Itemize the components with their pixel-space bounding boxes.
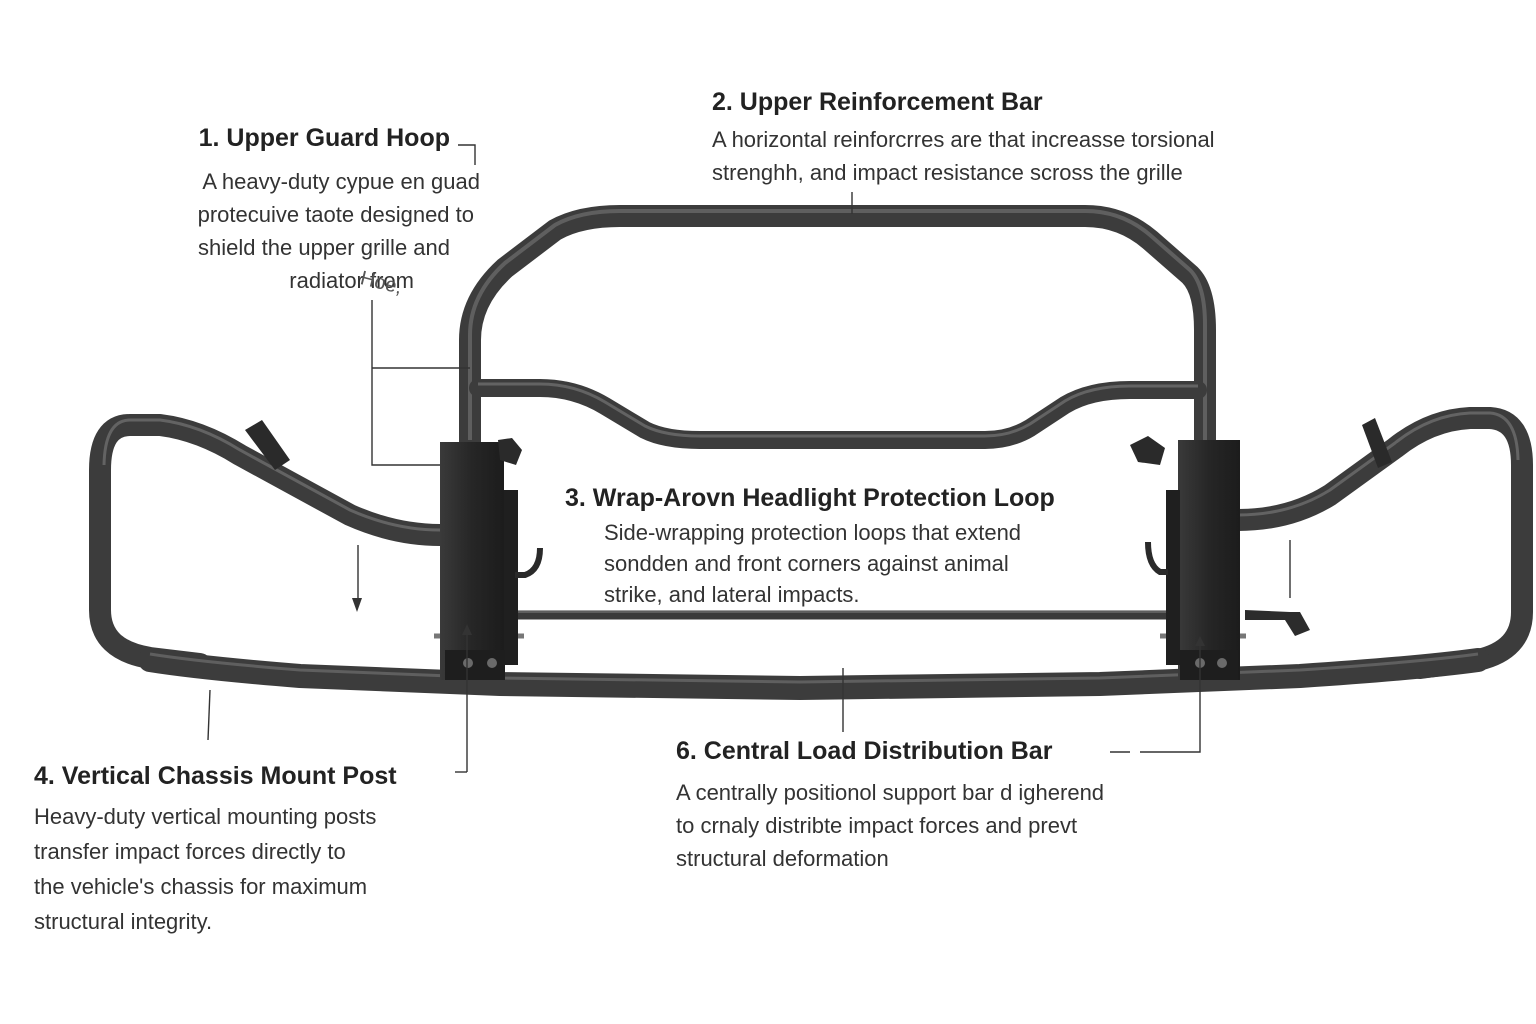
callout-line: A heavy-duty cypue en guad [202,169,480,194]
callout-title: 1. Upper Guard Hoop [198,124,450,152]
right-chassis-mount-post [1130,436,1246,680]
callout-title: 4. Vertical Chassis Mount Post [34,762,397,790]
right-headlight-loop [1227,407,1533,679]
left-chassis-mount-post [434,438,543,680]
callout-line: A horizontal reinforcrres are that incre… [712,127,1215,152]
leader-line-upper-guard-hoop-drop [371,300,440,466]
callout-description: Heavy-duty vertical mounting posts trans… [34,799,474,939]
callout-line: structural deformation [676,846,889,871]
callout-line-text: radiator from [289,268,414,293]
callout-line: strike, and lateral impacts. [604,582,860,607]
callout-line: protecuive taote designed to [197,202,474,227]
upper-guard-hoop [459,205,1216,456]
callout-line: strenghh, and impact resistance scross t… [712,160,1183,185]
callout-line: to crnaly distribte impact forces and pr… [676,813,1078,838]
callout-line: Side-wrapping protection loops that exte… [604,520,1022,545]
leader-line-upper-guard-hoop [458,144,476,165]
callout-line: Heavy-duty vertical mounting posts [34,804,377,829]
callout-title: 2. Upper Reinforcement Bar [712,88,1043,116]
lower-main-bar [138,648,1490,701]
callout-central-load-distribution-bar: 6. Central Load Distribution Bar A centr… [676,737,1236,875]
left-headlight-loop [89,414,451,675]
upper-reinforcement-bar [469,379,1207,449]
callout-line: radiator from [130,264,414,297]
callout-line: transfer impact forces directly to [34,839,346,864]
callout-title: 3. Wrap-Arovn Headlight Protection Loop [565,484,1055,512]
callout-headlight-protection-loop: 3. Wrap-Arovn Headlight Protection Loop … [565,484,1125,610]
callout-line: sondden and front corners against animal [604,551,1009,576]
callout-line: shield the upper grille and [198,235,450,260]
callout-title: 6. Central Load Distribution Bar [676,737,1053,765]
callout-upper-reinforcement-bar: 2. Upper Reinforcement Bar A horizontal … [712,88,1352,189]
callout-line: the vehicle's chassis for maximum [34,874,368,899]
central-load-distribution-bar [505,610,1310,636]
callout-description: A centrally positionol support bar d igh… [676,776,1236,875]
callout-description: A horizontal reinforcrres are that incre… [712,123,1352,189]
callout-vertical-chassis-mount-post: 4. Vertical Chassis Mount Post Heavy-dut… [34,762,474,939]
callout-description: Side-wrapping protection loops that exte… [604,517,1125,610]
leader-lines [207,144,1291,773]
callout-description: A heavy-duty cypue en guad protecuive ta… [130,165,480,297]
callout-line: structural integrity. [34,909,213,934]
callout-upper-guard-hoop: 1. Upper Guard Hoop A heavy-duty cypue e… [130,124,480,297]
callout-line: A centrally positionol support bar d igh… [676,780,1105,805]
